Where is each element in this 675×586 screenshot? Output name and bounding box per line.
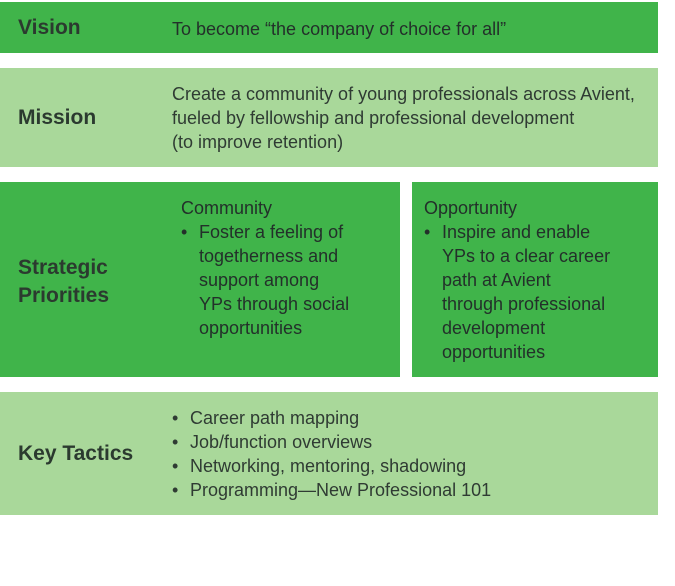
opportunity-heading: Opportunity <box>424 198 518 218</box>
vision-text: To become “the company of choice for all… <box>172 19 507 39</box>
key-tactics-item: • Programming—New Professional 101 <box>172 478 491 502</box>
mission-label: Mission <box>18 106 97 129</box>
opportunity-bullet-line: opportunities <box>442 342 546 362</box>
mission-band: Mission Create a community of young prof… <box>0 68 658 167</box>
community-block: Community • Foster a feeling of together… <box>181 196 349 340</box>
strategic-priorities-band: Strategic Priorities Community • Foster … <box>0 182 400 377</box>
opportunity-bullet-line: through professional <box>442 294 606 314</box>
key-tactics-label: Key Tactics <box>18 442 134 465</box>
mission-text: Create a community of young professional… <box>172 82 635 154</box>
opportunity-bullet-line: Inspire and enable <box>442 222 591 242</box>
key-tactics-item: • Networking, mentoring, shadowing <box>172 454 491 478</box>
strategic-priorities-label-line: Strategic <box>18 256 108 279</box>
vision-label: Vision <box>18 16 81 39</box>
mission-line: Create a community of young professional… <box>172 84 635 104</box>
opportunity-bullet-line: YPs to a clear career <box>442 246 611 266</box>
opportunity-band: Opportunity • Inspire and enable YPs to … <box>412 182 658 377</box>
bullet-icon: • <box>181 222 188 242</box>
opportunity-bullet: • Inspire and enable YPs to a clear care… <box>424 220 610 364</box>
mission-line: fueled by fellowship and professional de… <box>172 108 575 128</box>
bullet-icon: • <box>172 432 179 452</box>
key-tactics-list: • Career path mapping • Job/function ove… <box>172 406 491 502</box>
community-bullet-line: YPs through social <box>199 294 350 314</box>
opportunity-bullet-line: path at Avient <box>442 270 551 290</box>
community-bullet-line: togetherness and <box>199 246 339 266</box>
bullet-icon: • <box>172 456 179 476</box>
community-bullet-line: Foster a feeling of <box>199 222 344 242</box>
community-bullet: • Foster a feeling of togetherness and s… <box>181 220 349 340</box>
bullet-icon: • <box>172 408 179 428</box>
community-bullet-line: opportunities <box>199 318 303 338</box>
key-tactics-item-text: Job/function overviews <box>190 432 373 452</box>
key-tactics-band: Key Tactics • Career path mapping • Job/… <box>0 392 658 515</box>
key-tactics-item-text: Programming—New Professional 101 <box>190 480 492 500</box>
bullet-icon: • <box>172 480 179 500</box>
community-heading: Community <box>181 198 273 218</box>
opportunity-bullet-list: • Inspire and enable YPs to a clear care… <box>424 220 610 364</box>
key-tactics-block: • Career path mapping • Job/function ove… <box>172 406 491 502</box>
key-tactics-item: • Job/function overviews <box>172 430 491 454</box>
opportunity-block: Opportunity • Inspire and enable YPs to … <box>424 196 610 364</box>
community-bullet-line: support among <box>199 270 320 290</box>
opportunity-bullet-line: development <box>442 318 546 338</box>
mission-line: (to improve retention) <box>172 132 344 152</box>
vision-band: Vision To become “the company of choice … <box>0 2 658 53</box>
strategic-priorities-label: Strategic Priorities <box>18 254 109 310</box>
key-tactics-item-text: Career path mapping <box>190 408 360 428</box>
community-bullet-list: • Foster a feeling of togetherness and s… <box>181 220 349 340</box>
strategic-priorities-label-line: Priorities <box>18 284 110 307</box>
key-tactics-item: • Career path mapping <box>172 406 491 430</box>
key-tactics-item-text: Networking, mentoring, shadowing <box>190 456 467 476</box>
bullet-icon: • <box>424 222 431 242</box>
